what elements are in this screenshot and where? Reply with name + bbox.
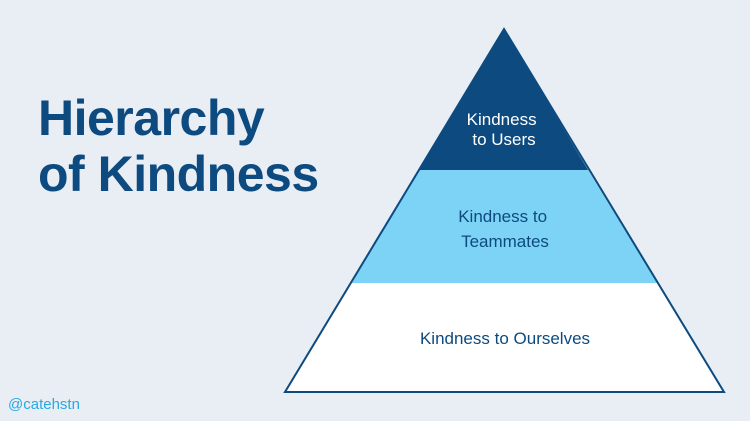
pyramid-tier-bottom bbox=[285, 283, 724, 392]
pyramid-tier-middle-label: Kindness to Teammates bbox=[458, 207, 552, 251]
slide-title: Hierarchy of Kindness bbox=[38, 90, 319, 202]
pyramid-tier-middle bbox=[352, 170, 657, 283]
pyramid-tier-bottom-line-1: Kindness to Ourselves bbox=[420, 329, 590, 348]
pyramid-tier-middle-line-2: Teammates bbox=[461, 232, 549, 251]
pyramid-tier-top bbox=[418, 29, 588, 170]
twitter-handle: @catehstn bbox=[8, 396, 80, 413]
pyramid-tier-middle-line-1: Kindness to bbox=[458, 207, 547, 226]
pyramid-tier-top-label: Kindness to Users bbox=[467, 110, 542, 149]
pyramid-tier-top-line-1: Kindness bbox=[467, 110, 537, 129]
slide-title-line-2: of Kindness bbox=[38, 146, 319, 202]
pyramid-tier-bottom-label: Kindness to Ourselves bbox=[420, 329, 590, 348]
pyramid-outline bbox=[283, 27, 726, 393]
pyramid-tier-top-line-2: to Users bbox=[472, 130, 535, 149]
slide-title-line-1: Hierarchy bbox=[38, 90, 265, 146]
